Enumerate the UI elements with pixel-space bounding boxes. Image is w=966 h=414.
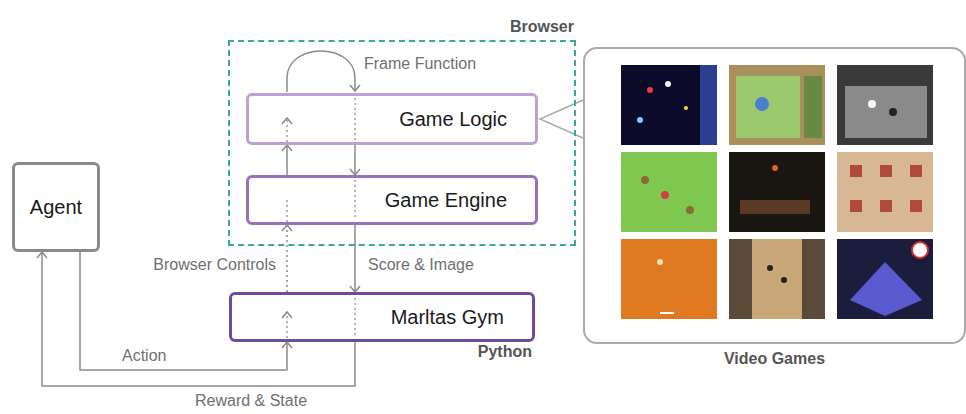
process-box: Game Logic [246,93,538,145]
callout-wedge [540,100,583,138]
edge-label: Action [120,347,168,365]
process-box: Game Engine [246,175,538,225]
process-box: Marltas GymPython [229,292,535,342]
games-panel: Video Games [583,47,966,344]
loop-arrow [287,51,355,92]
region-label: Video Games [585,350,964,368]
edge-label: Browser Controls [151,256,278,274]
box-label: Game Engine [385,189,507,212]
edge-label: Reward & State [193,392,309,410]
region-label: Browser [510,18,574,36]
flow-arrow [354,225,356,292]
flow-arrow [80,252,287,370]
region-label: Python [478,343,532,361]
flow-arrow [286,145,288,175]
inner-arrows [287,98,355,338]
loop-label: Frame Function [362,55,478,73]
box-label: Agent [30,196,82,219]
box-label: Marltas Gym [391,306,504,329]
flow-arrow [42,252,355,386]
game-screenshots [621,65,933,319]
agent-box: Agent [12,162,100,252]
flow-arrow [354,145,356,175]
edge-label: Score & Image [366,256,476,274]
flow-arrow [286,225,288,292]
box-label: Game Logic [399,108,507,131]
